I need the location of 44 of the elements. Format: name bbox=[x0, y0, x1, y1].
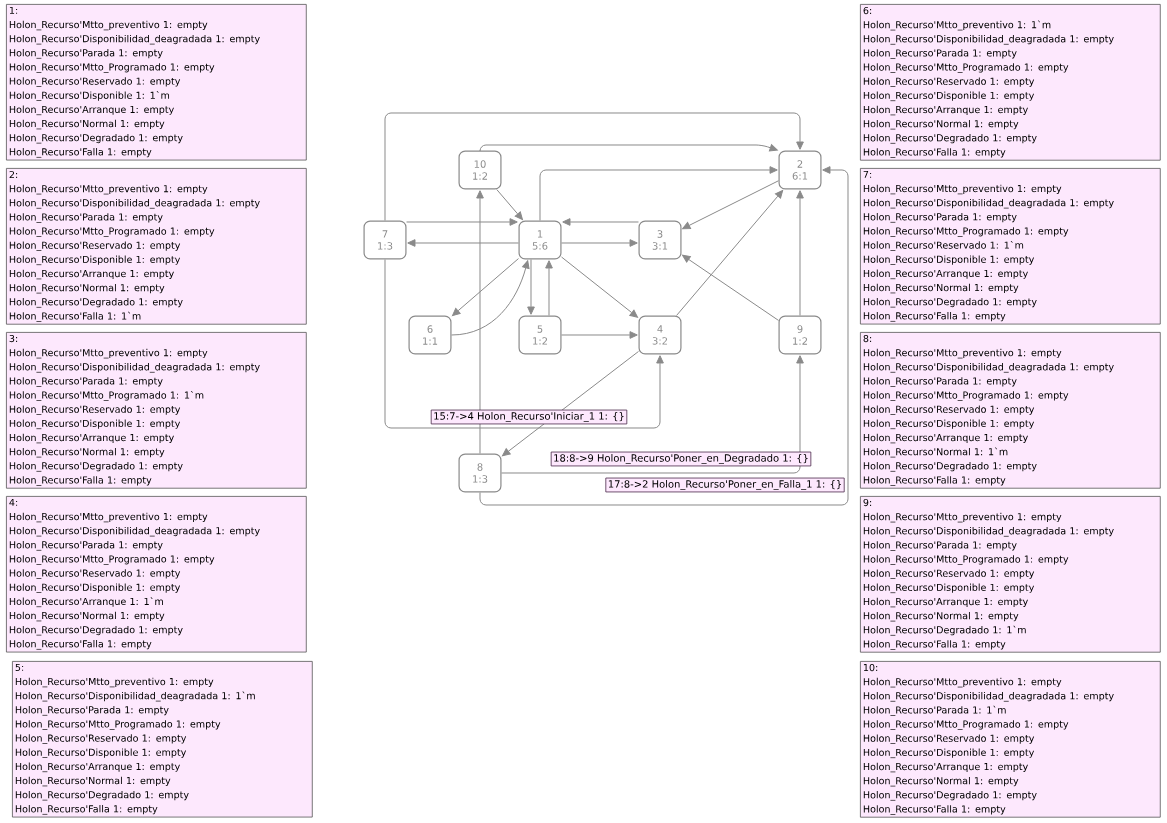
marking-box: 6: Holon_Recurso'Mtto_preventivo 1: 1`m Holon_Recurso'Disponibilidad_deagradada 1: empty Holon_Recurso'Parada 1: empty Holon_Recurso'Mtto_Programado 1: empty Holon_Recurso'Reservado 1: empty Holon_Recurso'Disponible 1: empty Holon_Recurso'Arranque 1: empty Holon_Recurso'Normal 1: empty Holon_Recurso'Degradado 1: empty Holon_Recurso'Falla 1: empty bbox=[860, 4, 1161, 161]
marking-box: 9: Holon_Recurso'Mtto_preventivo 1: empty Holon_Recurso'Disponibilidad_deagradada 1: empty Holon_Recurso'Parada 1: empty Holon_Recurso'Mtto_Programado 1: empty Holon_Recurso'Reservado 1: empty Holon_Recurso'Disponible 1: empty Holon_Recurso'Arranque 1: empty Holon_Recurso'Normal 1: empty Holon_Recurso'Degradado 1: 1`m Holon_Recurso'Falla 1: empty bbox=[860, 496, 1161, 653]
marking-box: 5: Holon_Recurso'Mtto_preventivo 1: empty Holon_Recurso'Disponibilidad_deagradada 1: 1`m Holon_Recurso'Parada 1: empty Holon_Recurso'Mtto_Programado 1: empty Holon_Recurso'Reservado 1: empty Holon_Recurso'Disponible 1: empty Holon_Recurso'Arranque 1: empty Holon_Recurso'Normal 1: empty Holon_Recurso'Degradado 1: empty Holon_Recurso'Falla 1: empty bbox=[12, 661, 313, 818]
arrow bbox=[501, 355, 804, 474]
marking-box: 4: Holon_Recurso'Mtto_preventivo 1: empty Holon_Recurso'Disponibilidad_deagradada 1: empty Holon_Recurso'Parada 1: empty Holon_Recurso'Mtto_Programado 1: empty Holon_Recurso'Reservado 1: empty Holon_Recurso'Disponible 1: empty Holon_Recurso'Arranque 1: 1`m Holon_Recurso'Normal 1: empty Holon_Recurso'Degradado 1: empty Holon_Recurso'Falla 1: empty bbox=[6, 496, 307, 653]
arrow bbox=[562, 218, 639, 226]
state-box: 1 5:6 bbox=[518, 220, 562, 260]
arrow bbox=[539, 166, 778, 221]
arrow bbox=[384, 112, 804, 221]
arrow bbox=[561, 256, 638, 318]
state-box: 8 1:3 bbox=[458, 453, 502, 493]
arrow bbox=[527, 259, 535, 315]
arrow bbox=[676, 189, 784, 316]
marking-box: 1: Holon_Recurso'Mtto_preventivo 1: empty Holon_Recurso'Disponibilidad_deagradada 1: empty Holon_Recurso'Parada 1: empty Holon_Recurso'Mtto_Programado 1: empty Holon_Recurso'Reservado 1: empty Holon_Recurso'Disponible 1: 1`m Holon_Recurso'Arranque 1: empty Holon_Recurso'Normal 1: empty Holon_Recurso'Degradado 1: empty Holon_Recurso'Falla 1: empty bbox=[6, 4, 307, 161]
marking-box: 2: Holon_Recurso'Mtto_preventivo 1: empty Holon_Recurso'Disponibilidad_deagradada 1: empty Holon_Recurso'Parada 1: empty Holon_Recurso'Mtto_Programado 1: empty Holon_Recurso'Reservado 1: empty Holon_Recurso'Disponible 1: empty Holon_Recurso'Arranque 1: empty Holon_Recurso'Normal 1: empty Holon_Recurso'Degradado 1: empty Holon_Recurso'Falla 1: 1`m bbox=[6, 168, 307, 325]
arrow bbox=[451, 258, 519, 317]
state-box: 2 6:1 bbox=[778, 150, 822, 190]
arrow bbox=[407, 239, 519, 247]
arrow bbox=[545, 260, 553, 316]
state-box: 3 3:1 bbox=[638, 220, 682, 260]
arrow bbox=[384, 259, 664, 429]
arrow bbox=[476, 190, 484, 454]
edge-label: 15:7->4 Holon_Recurso'Iniciar_1 1: {} bbox=[430, 409, 628, 425]
state-box: 9 1:2 bbox=[778, 315, 822, 355]
arrow bbox=[561, 331, 638, 339]
state-box: 4 3:2 bbox=[638, 315, 682, 355]
arrow bbox=[406, 218, 518, 226]
arrow bbox=[561, 239, 638, 247]
state-box: 6 1:1 bbox=[408, 315, 452, 355]
state-box: 5 1:2 bbox=[518, 315, 562, 355]
arrow bbox=[496, 189, 523, 221]
arrow bbox=[479, 144, 778, 152]
arrow bbox=[682, 254, 779, 321]
arrow bbox=[451, 260, 530, 336]
marking-box: 3: Holon_Recurso'Mtto_preventivo 1: empty Holon_Recurso'Disponibilidad_deagradada 1: empty Holon_Recurso'Parada 1: empty Holon_Recurso'Mtto_Programado 1: 1`m Holon_Recurso'Reservado 1: empty Holon_Recurso'Disponible 1: empty Holon_Recurso'Arranque 1: empty Holon_Recurso'Normal 1: empty Holon_Recurso'Degradado 1: empty Holon_Recurso'Falla 1: empty bbox=[6, 332, 307, 489]
marking-box: 10: Holon_Recurso'Mtto_preventivo 1: empty Holon_Recurso'Disponibilidad_deagradada 1: empty Holon_Recurso'Parada 1: 1`m Holon_Recurso'Mtto_Programado 1: empty Holon_Recurso'Reservado 1: empty Holon_Recurso'Disponible 1: empty Holon_Recurso'Arranque 1: empty Holon_Recurso'Normal 1: empty Holon_Recurso'Degradado 1: empty Holon_Recurso'Falla 1: empty bbox=[860, 661, 1161, 818]
edge-label: 17:8->2 Holon_Recurso'Poner_en_Falla_1 1: {} bbox=[605, 477, 845, 493]
marking-box: 7: Holon_Recurso'Mtto_preventivo 1: empty Holon_Recurso'Disponibilidad_deagradada 1: empty Holon_Recurso'Parada 1: empty Holon_Recurso'Mtto_Programado 1: empty Holon_Recurso'Reservado 1: 1`m Holon_Recurso'Disponible 1: empty Holon_Recurso'Arranque 1: empty Holon_Recurso'Normal 1: empty Holon_Recurso'Degradado 1: empty Holon_Recurso'Falla 1: empty bbox=[860, 168, 1161, 325]
edge-label: 18:8->9 Holon_Recurso'Poner_en_Degradado 1: {} bbox=[550, 451, 812, 467]
arrow bbox=[796, 190, 804, 316]
state-box: 7 1:3 bbox=[363, 220, 407, 260]
marking-box: 8: Holon_Recurso'Mtto_preventivo 1: empty Holon_Recurso'Disponibilidad_deagradada 1: empty Holon_Recurso'Parada 1: empty Holon_Recurso'Mtto_Programado 1: empty Holon_Recurso'Reservado 1: empty Holon_Recurso'Disponible 1: empty Holon_Recurso'Arranque 1: empty Holon_Recurso'Normal 1: 1`m Holon_Recurso'Degradado 1: empty Holon_Recurso'Falla 1: empty bbox=[860, 332, 1161, 489]
state-box: 10 1:2 bbox=[458, 150, 502, 190]
arrow bbox=[682, 180, 779, 230]
